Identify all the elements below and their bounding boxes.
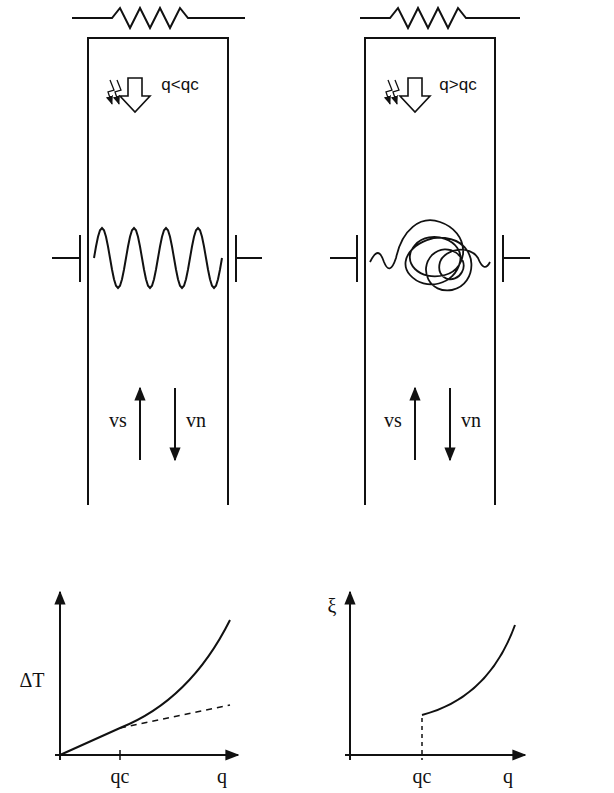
axis-label: q [217, 766, 227, 786]
electrode [330, 235, 357, 282]
velocity-label: vn [461, 410, 481, 430]
axis-label: qc [413, 766, 432, 786]
heat-flux-label: q>qc [439, 76, 476, 93]
velocity-label: vs [384, 410, 402, 430]
axis-label: qc [111, 766, 130, 786]
heat-arrow [400, 78, 430, 112]
arrow-vn [449, 388, 451, 460]
tube [88, 38, 228, 505]
resistor-symbol [72, 8, 245, 28]
arrow-vs [414, 388, 416, 460]
second-sound-wave [94, 228, 222, 288]
arrow-vs [139, 388, 141, 460]
vortex-tangle [370, 220, 490, 290]
axis [59, 592, 61, 760]
linear-extrapolation [120, 705, 230, 728]
axis-label: ξ [328, 596, 337, 616]
tube [365, 38, 495, 505]
heat-arrow [120, 78, 150, 112]
axis-label: q [503, 766, 513, 786]
curve [422, 625, 515, 715]
velocity-label: vs [109, 410, 127, 430]
axis-label: ΔT [19, 670, 44, 690]
axis [55, 754, 238, 756]
electrode [52, 235, 80, 282]
tick [119, 750, 121, 760]
resistor-symbol [360, 8, 520, 28]
tick [421, 718, 423, 760]
electrode [236, 235, 262, 282]
axis [349, 592, 351, 760]
arrow-vn [174, 388, 176, 460]
axis [345, 754, 525, 756]
heat-flux-label: q<qc [161, 76, 198, 93]
curve [60, 620, 230, 755]
velocity-label: vn [186, 410, 206, 430]
electrode [503, 235, 530, 282]
